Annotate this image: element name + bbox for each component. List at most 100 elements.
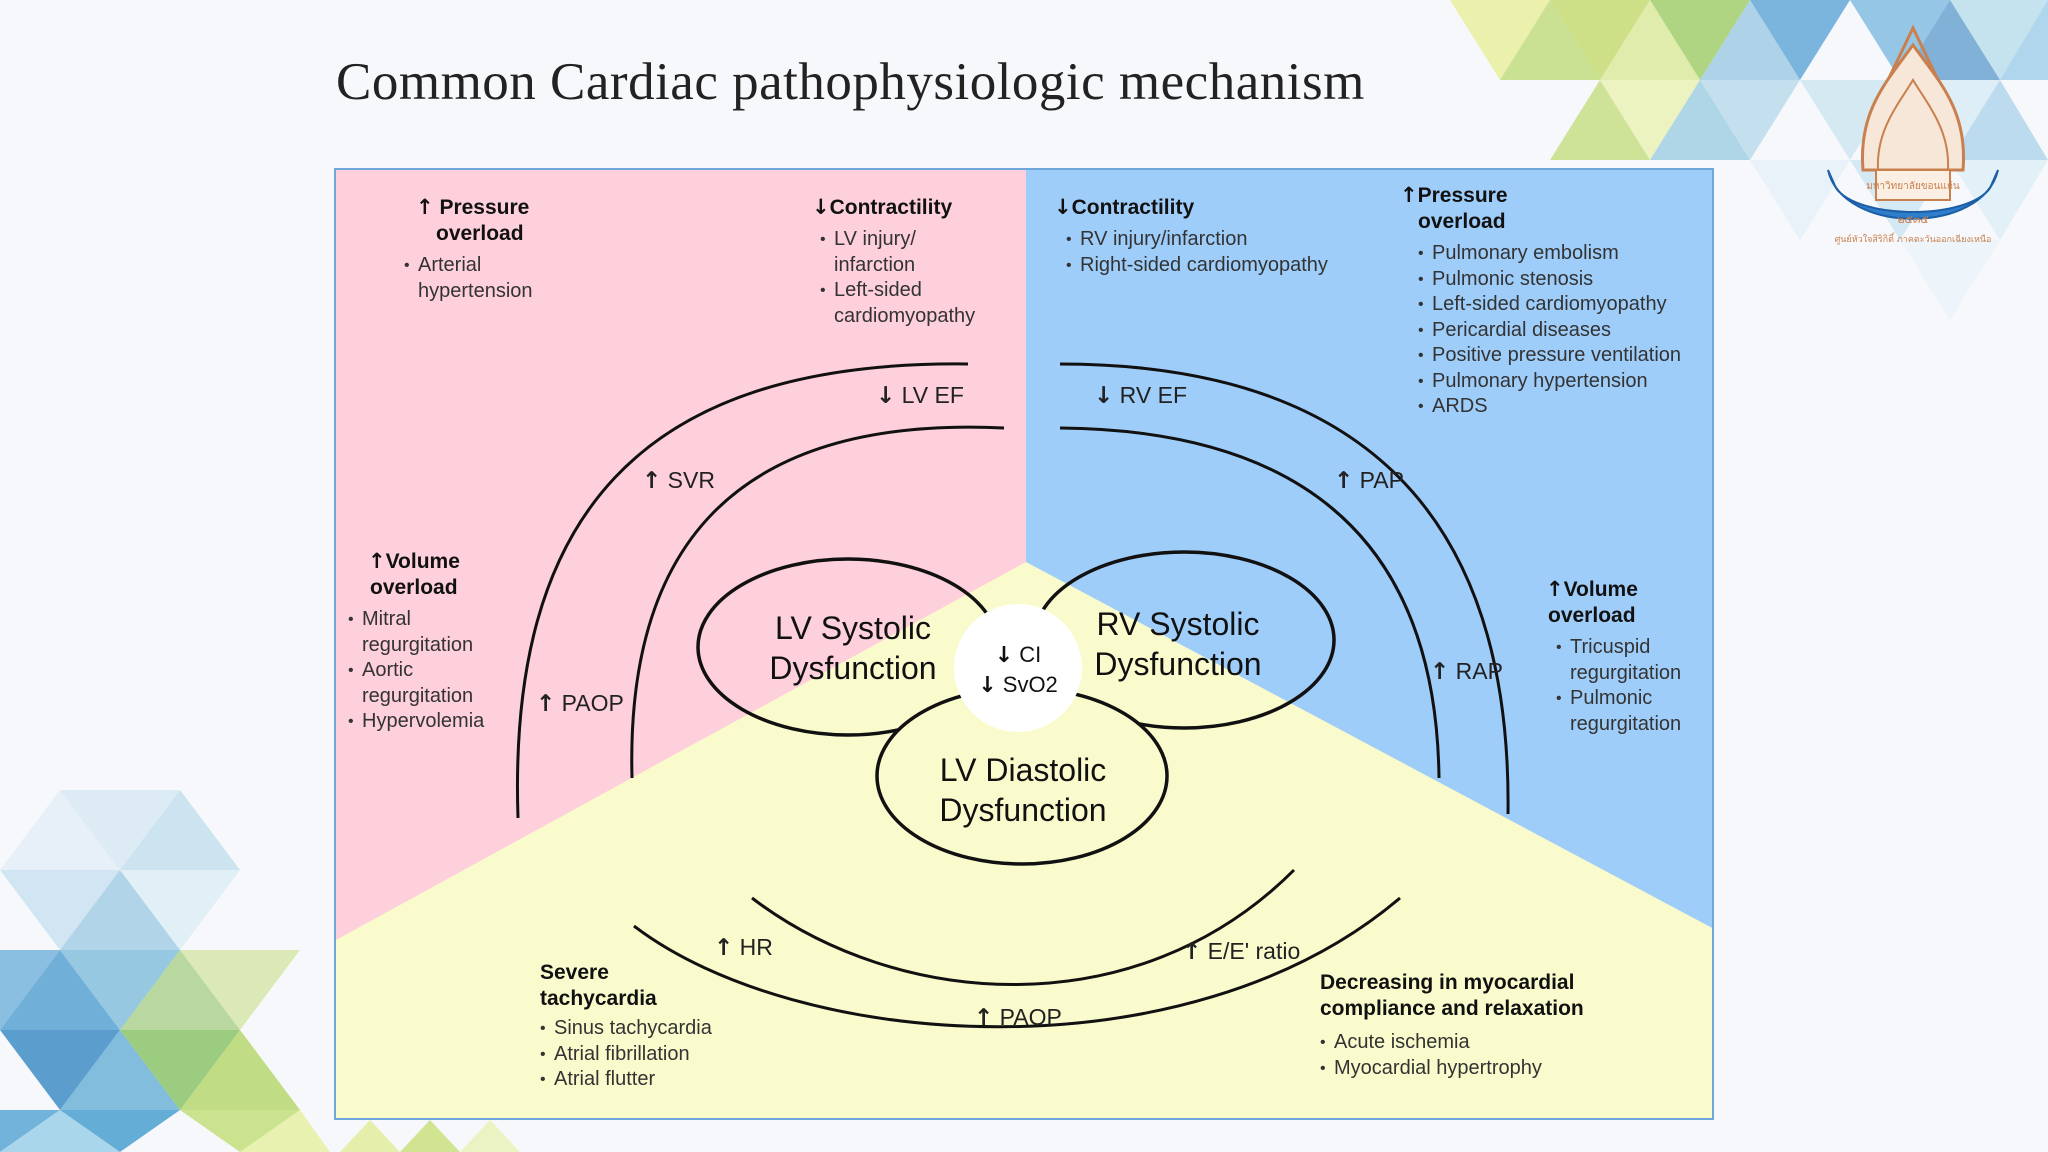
up-arrow-icon: ↑: [642, 468, 662, 494]
diastolic-inner-arc: [751, 868, 1296, 986]
up-arrow-icon: ↑: [974, 1005, 994, 1031]
rv-systolic-label: RV Systolic Dysfunction: [1053, 604, 1303, 684]
svo2-label: SvO2: [1002, 672, 1058, 697]
hr-text: HR: [739, 934, 773, 960]
lv-volume-title1: Volume: [385, 550, 460, 573]
rv-systolic-line1: RV Systolic: [1096, 606, 1260, 642]
compliance-title2: compliance and relaxation: [1320, 997, 1584, 1020]
down-arrow-icon: ↓: [978, 673, 997, 698]
mechanism-diagram: LV Systolic Dysfunction RV Systolic Dysf…: [334, 168, 1714, 1120]
svr-text: SVR: [667, 467, 715, 493]
list-item: Tricuspid regurgitation: [1556, 635, 1681, 686]
compliance-title1: Decreasing in myocardial: [1320, 971, 1575, 994]
ci-label: CI: [1019, 642, 1042, 667]
ee-ratio-text: E/E' ratio: [1207, 938, 1301, 964]
lv-outer-arc: [515, 362, 969, 819]
list-item: Pericardial diseases: [1418, 318, 1681, 344]
lv-diastolic-line1: LV Diastolic: [939, 752, 1107, 788]
tachy-title2: tachycardia: [540, 987, 657, 1010]
param-ee-ratio: ↑ E/E' ratio: [1182, 938, 1300, 965]
list-item: Pulmonary embolism: [1418, 241, 1681, 267]
list-item: Acute ischemia: [1320, 1030, 1584, 1056]
rv-volume-title2: overload: [1548, 604, 1636, 627]
lv-inner-arc: [630, 425, 1005, 779]
pap-text: PAP: [1359, 467, 1404, 493]
list-item: Atrial fibrillation: [540, 1042, 712, 1068]
list-item: Pulmonic stenosis: [1418, 267, 1681, 293]
list-item: Left-sided cardiomyopathy: [1418, 292, 1681, 318]
list-item: Arterial hypertension: [404, 253, 533, 304]
down-arrow-icon: ↓: [1094, 383, 1114, 409]
list-item: Left-sided cardiomyopathy: [820, 278, 975, 329]
lv-pressure-title1: Pressure: [439, 196, 530, 219]
up-arrow-icon: ↑: [1546, 577, 1564, 601]
list-item: Atrial flutter: [540, 1067, 712, 1093]
decorative-triangles-bottom-left: [0, 790, 330, 1152]
rv-contractility-title: Contractility: [1071, 196, 1195, 219]
lv-contractility-title: Contractility: [829, 196, 953, 219]
up-arrow-icon: ↑: [368, 549, 386, 573]
rv-pressure-overload: ↑Pressure overload Pulmonary embolism Pu…: [1400, 182, 1681, 420]
rv-systolic-line2: Dysfunction: [1094, 646, 1262, 682]
logo-ribbon-text: ศูนย์หัวใจสิริกิติ์ ภาคตะวันออกเฉียงเหนื…: [1835, 232, 1992, 245]
logo-top-text: มหาวิทยาลัยขอนแก่น: [1866, 181, 1960, 192]
param-pap: ↑ PAP: [1334, 467, 1404, 494]
param-hr: ↑ HR: [714, 934, 773, 961]
paop-bottom-text: PAOP: [999, 1004, 1062, 1030]
up-arrow-icon: ↑: [1430, 659, 1450, 685]
lv-diastolic-label: LV Diastolic Dysfunction: [898, 750, 1148, 830]
rv-volume-title1: Volume: [1563, 578, 1638, 601]
diastolic-outer-arc: [633, 896, 1401, 1029]
list-item: ARDS: [1418, 394, 1681, 420]
lv-contractility: ↓Contractility LV injury/ infarction Lef…: [812, 194, 975, 329]
rv-ef-text: RV EF: [1119, 382, 1187, 408]
list-item: RV injury/infarction: [1066, 227, 1328, 253]
param-rv-ef: ↓ RV EF: [1094, 382, 1187, 409]
up-arrow-icon: ↑: [1182, 939, 1202, 965]
down-arrow-icon: ↓: [1054, 195, 1072, 219]
param-paop-left: ↑ PAOP: [536, 690, 624, 717]
up-arrow-icon: ↑: [714, 935, 734, 961]
lv-systolic-line2: Dysfunction: [769, 650, 937, 686]
rv-contractility: ↓Contractility RV injury/infarction Righ…: [1054, 194, 1328, 278]
severe-tachycardia: Severe tachycardia Sinus tachycardia Atr…: [540, 960, 712, 1093]
list-item: Myocardial hypertrophy: [1320, 1056, 1584, 1082]
lv-ef-text: LV EF: [901, 382, 964, 408]
list-item: Hypervolemia: [348, 709, 484, 735]
university-logo: มหาวิทยาลัยขอนแก่น ๒๕๓๕ ศูนย์หัวใจสิริกิ…: [1827, 24, 1999, 245]
down-arrow-icon: ↓: [812, 195, 830, 219]
lv-pressure-overload: ↑ Pressure overload Arterial hypertensio…: [404, 194, 533, 304]
rv-inner-arc: [1059, 426, 1441, 779]
list-item: Sinus tachycardia: [540, 1016, 712, 1042]
param-lv-ef: ↓ LV EF: [876, 382, 964, 409]
up-arrow-icon: ↑: [416, 195, 434, 219]
rv-pressure-title1: Pressure: [1417, 184, 1508, 207]
list-item: Aortic regurgitation: [348, 658, 484, 709]
list-item: Positive pressure ventilation: [1418, 343, 1681, 369]
up-arrow-icon: ↑: [536, 691, 556, 717]
list-item: Mitral regurgitation: [348, 607, 484, 658]
lv-systolic-line1: LV Systolic: [775, 610, 931, 646]
tachy-title1: Severe: [540, 961, 609, 984]
paop-left-text: PAOP: [561, 690, 624, 716]
lv-volume-overload: ↑Volume overload Mitral regurgitation Ao…: [348, 548, 484, 735]
lv-diastolic-line2: Dysfunction: [939, 792, 1107, 828]
lv-systolic-label: LV Systolic Dysfunction: [728, 608, 978, 688]
decreasing-compliance: Decreasing in myocardial compliance and …: [1320, 970, 1584, 1081]
rap-text: RAP: [1455, 658, 1503, 684]
list-item: Pulmonary hypertension: [1418, 369, 1681, 395]
lv-pressure-title2: overload: [436, 222, 524, 245]
list-item: Pulmonic regurgitation: [1556, 686, 1681, 737]
rv-volume-overload: ↑Volume overload Tricuspid regurgitation…: [1546, 576, 1681, 737]
rv-outer-arc: [1059, 362, 1510, 815]
up-arrow-icon: ↑: [1400, 183, 1418, 207]
slide-title: Common Cardiac pathophysiologic mechanis…: [336, 53, 1365, 111]
decorative-triangles-bottom-center: [340, 1120, 520, 1152]
param-rap: ↑ RAP: [1430, 658, 1503, 685]
rv-pressure-title2: overload: [1418, 210, 1506, 233]
list-item: Right-sided cardiomyopathy: [1066, 253, 1328, 279]
param-paop-bottom: ↑ PAOP: [974, 1004, 1062, 1031]
down-arrow-icon: ↓: [876, 383, 896, 409]
lv-volume-title2: overload: [370, 576, 458, 599]
list-item: LV injury/ infarction: [820, 227, 975, 278]
